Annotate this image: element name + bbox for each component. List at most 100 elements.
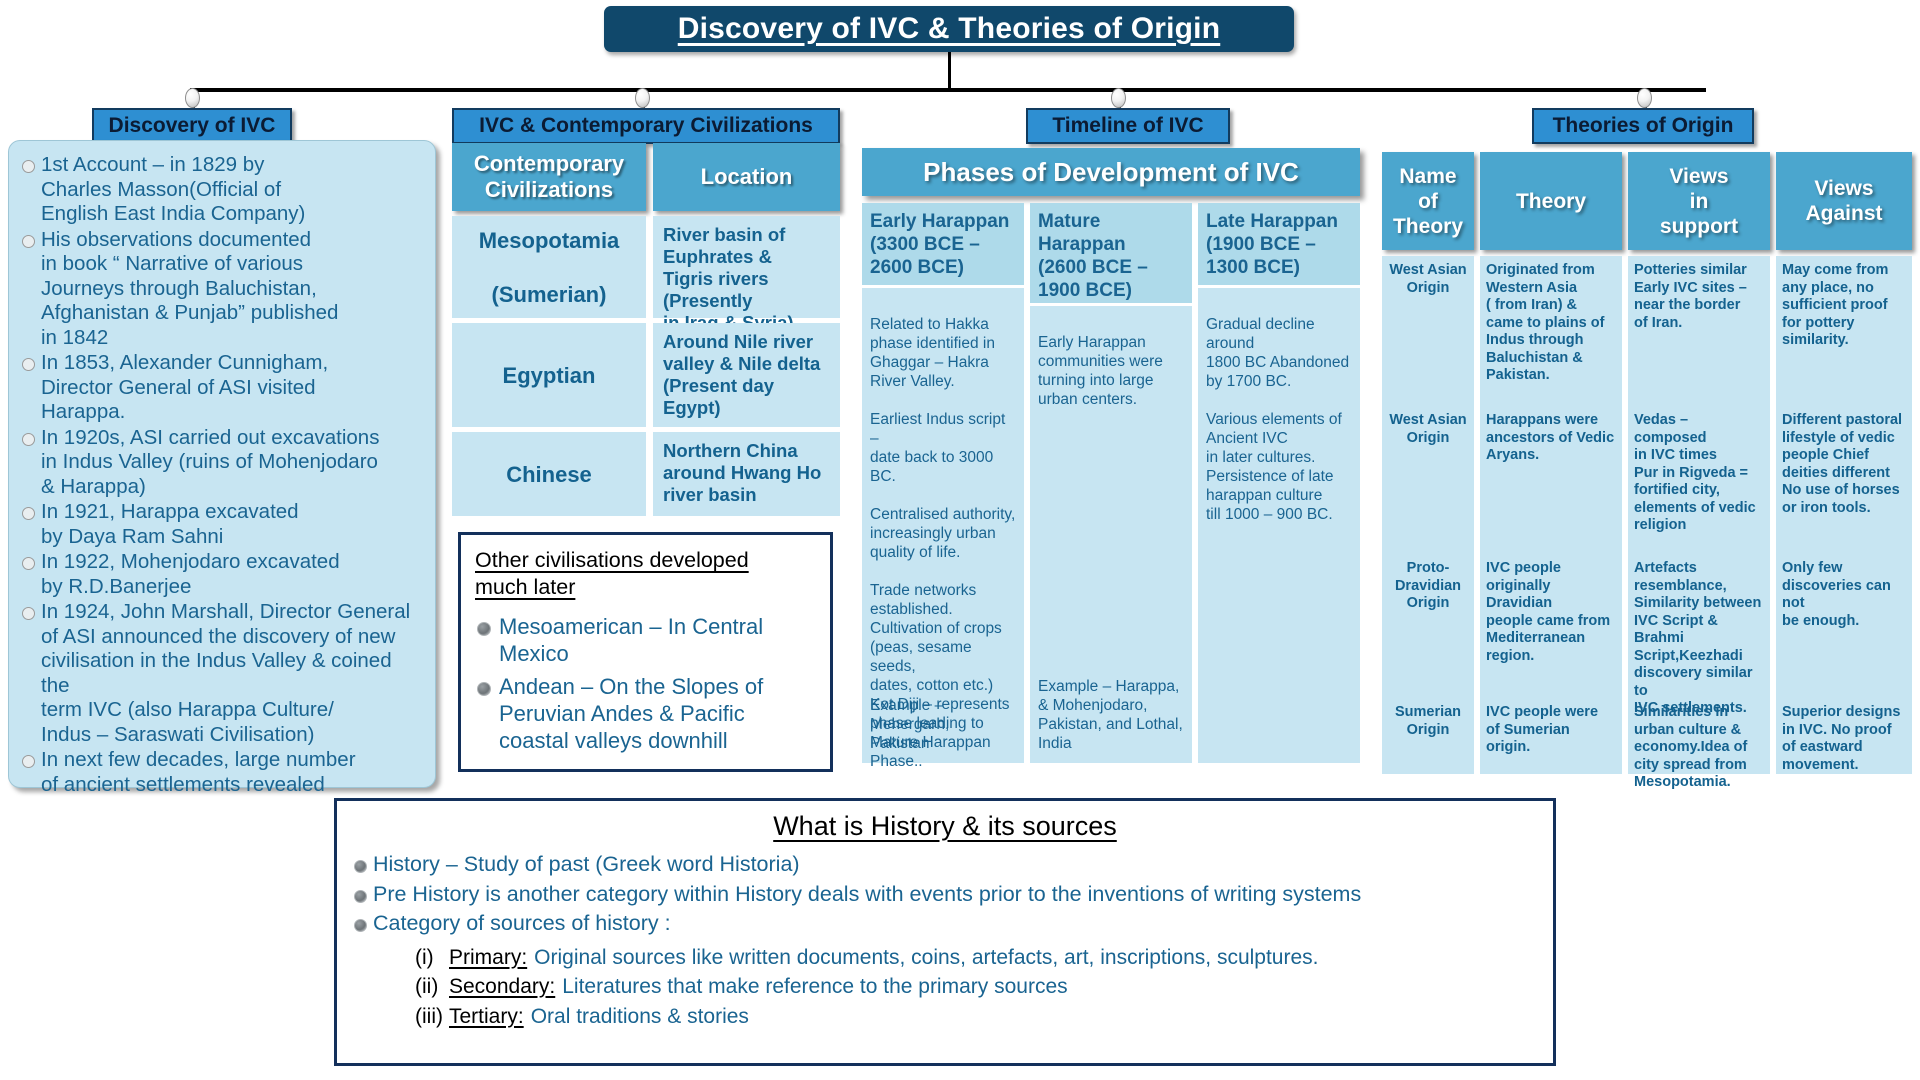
cell-theory-name: West Asian Origin [1389,262,1467,296]
cell-theory-name: West Asian Origin [1389,412,1467,446]
connector-knob-4 [1637,88,1652,108]
history-bullet-list: History – Study of past (Greek word Hist… [353,850,1537,939]
other-civilisations-box: Other civilisations developed much later… [458,532,833,772]
sub-item-text: Literatures that make reference to the p… [562,975,1068,998]
cell-theory-name: Sumerian Origin [1394,704,1462,738]
history-sources-box: What is History & its sources History – … [334,798,1556,1066]
list-item: In 1853, Alexander Cunnigham, Director G… [19,351,425,425]
theories-column-support: Potteries similar Early IVC sites – near… [1628,256,1770,790]
column-header-views-against: Views Against [1776,152,1912,250]
table-row: Mesopotamia (Sumerian) River basin of Eu… [452,216,840,333]
section-header-contemporary[interactable]: IVC & Contemporary Civilizations [452,108,840,144]
list-item: (iii) Tertiary: Oral traditions & storie… [415,1002,1537,1032]
phases-header: Phases of Development of IVC [862,148,1360,196]
phase-body: Gradual decline around 1800 BC Abandoned… [1198,288,1360,763]
theories-column-theory: Originated from Western Asia ( from Iran… [1480,256,1622,774]
phase-title: Late Harappan (1900 BCE – 1300 BCE) [1198,203,1360,285]
column-header-civilization: Contemporary Civilizations [452,143,646,211]
cell-theory: Harappans were ancestors of Vedic Aryans… [1486,412,1615,463]
other-civilisations-title: Other civilisations developed much later [475,548,749,599]
cell-theory-name: Proto- Dravidian Origin [1394,560,1462,611]
sub-item-number: (iii) [415,1004,443,1028]
list-item: Mesoamerican – In Central Mexico [475,613,816,667]
sub-item-text: Original sources like written documents,… [534,945,1319,969]
discovery-list: 1st Account – in 1829 by Charles Masson(… [19,153,425,797]
theories-header-row: Name of Theory Theory Views in support V… [1382,152,1912,250]
discovery-card: 1st Account – in 1829 by Charles Masson(… [8,140,436,796]
list-item: (i) Primary: Original sources like writt… [415,943,1537,973]
list-item: In 1924, John Marshall, Director General… [19,600,425,747]
phase-body-text: Related to Hakka phase identified in Gha… [870,316,1016,770]
list-item: In 1920s, ASI carried out excavations in… [19,426,425,500]
section-header-discovery-label: Discovery of IVC [108,114,276,137]
phase-title: Mature Harappan (2600 BCE – 1900 BCE) [1030,203,1192,303]
cell-civilization: Chinese [452,432,646,516]
other-civilisations-list: Mesoamerican – In Central Mexico Andean … [475,613,816,754]
sub-item-text: Oral traditions & stories [530,1004,749,1028]
contemporary-civilizations-table: Contemporary Civilizations Location Meso… [452,143,840,516]
table-row: Egyptian Around Nile river valley & Nile… [452,323,840,427]
list-item: In next few decades, large number of anc… [19,748,425,797]
cell-location: Northern China around Hwang Ho river bas… [653,432,840,516]
phase-body: Early Harappan communities were turning … [1030,306,1192,763]
list-item: Pre History is another category within H… [353,880,1537,910]
list-item: Andean – On the Slopes of Peruvian Andes… [475,673,816,754]
section-header-timeline-label: Timeline of IVC [1052,114,1204,137]
section-header-timeline[interactable]: Timeline of IVC [1026,108,1230,144]
phase-column-late: Late Harappan (1900 BCE – 1300 BCE) Grad… [1198,203,1360,763]
list-item: History – Study of past (Greek word Hist… [353,850,1537,880]
list-item: Category of sources of history : [353,909,1537,939]
cell-views-against: Different pastoral lifestyle of vedic pe… [1782,412,1903,516]
section-header-discovery[interactable]: Discovery of IVC [92,108,292,144]
cell-theory: IVC people originally Dravidian people c… [1486,560,1611,664]
page-title-text: Discovery of IVC & Theories of Origin [677,12,1221,45]
cell-views-support: Artefacts resemblance, Similarity betwee… [1634,560,1762,716]
phase-column-mature: Mature Harappan (2600 BCE – 1900 BCE) Ea… [1030,203,1192,763]
theories-column-against: May come from any place, no sufficient p… [1776,256,1912,774]
column-header-location: Location [653,143,840,211]
cell-civilization: Mesopotamia (Sumerian) [452,216,646,318]
cell-civilization: Egyptian [452,323,646,427]
column-header-views-against-label: Views Against [1805,177,1883,225]
history-sources-title: What is History & its sources [773,811,1117,841]
list-item: His observations documented in book “ Na… [19,228,425,351]
phases-columns: Early Harappan (3300 BCE – 2600 BCE) Rel… [862,203,1362,770]
section-header-theories-label: Theories of Origin [1552,114,1734,137]
column-header-name-of-theory-label: Name of Theory [1392,164,1463,238]
cell-location: Around Nile river valley & Nile delta (P… [653,323,840,427]
connector-horizontal-bar [190,88,1706,92]
column-header-theory: Theory [1480,152,1622,250]
connector-knob-3 [1111,88,1126,108]
column-header-theory-label: Theory [1515,189,1586,213]
cell-views-support: Vedas – composed in IVC times Pur in Rig… [1634,412,1756,533]
phase-body-text: Gradual decline around 1800 BC Abandoned… [1206,316,1350,523]
sub-item-number: (i) [415,945,434,969]
list-item: (ii) Secondary: Literatures that make re… [415,972,1537,1002]
phase-body-text: Early Harappan communities were turning … [1038,334,1163,408]
sub-item-label: Primary: [449,945,528,969]
sub-item-number: (ii) [415,975,439,998]
phase-body: Related to Hakka phase identified in Gha… [862,288,1024,770]
list-item: In 1921, Harappa excavated by Daya Ram S… [19,500,425,549]
list-item: 1st Account – in 1829 by Charles Masson(… [19,153,425,227]
theories-column-name: West Asian Origin West Asian Origin Prot… [1382,256,1474,774]
column-header-views-in-support-label: Views in support [1659,164,1739,238]
phase-column-early: Early Harappan (3300 BCE – 2600 BCE) Rel… [862,203,1024,770]
phase-title: Early Harappan (3300 BCE – 2600 BCE) [862,203,1024,285]
phase-example: Example – Harappa, & Mohenjodaro, Pakist… [1038,678,1183,752]
section-header-theories[interactable]: Theories of Origin [1532,108,1754,144]
cell-views-support: Potteries similar Early IVC sites – near… [1634,262,1747,331]
page-title: Discovery of IVC & Theories of Origin [604,6,1294,52]
section-header-contemporary-label: IVC & Contemporary Civilizations [479,114,813,137]
cell-views-against: Only few discoveries can not be enough. [1782,560,1891,629]
column-header-views-in-support: Views in support [1628,152,1770,250]
cell-location: River basin of Euphrates & Tigris rivers… [653,216,840,333]
cell-views-support: Similarities in urban culture & economy.… [1634,704,1748,790]
sub-item-label: Secondary: [449,975,556,998]
column-header-name-of-theory: Name of Theory [1382,152,1474,250]
table-row: Chinese Northern China around Hwang Ho r… [452,432,840,516]
connector-knob-2 [635,88,650,108]
list-item: In 1922, Mohenjodaro excavated by R.D.Ba… [19,550,425,599]
cell-theory: Originated from Western Asia ( from Iran… [1486,262,1605,383]
